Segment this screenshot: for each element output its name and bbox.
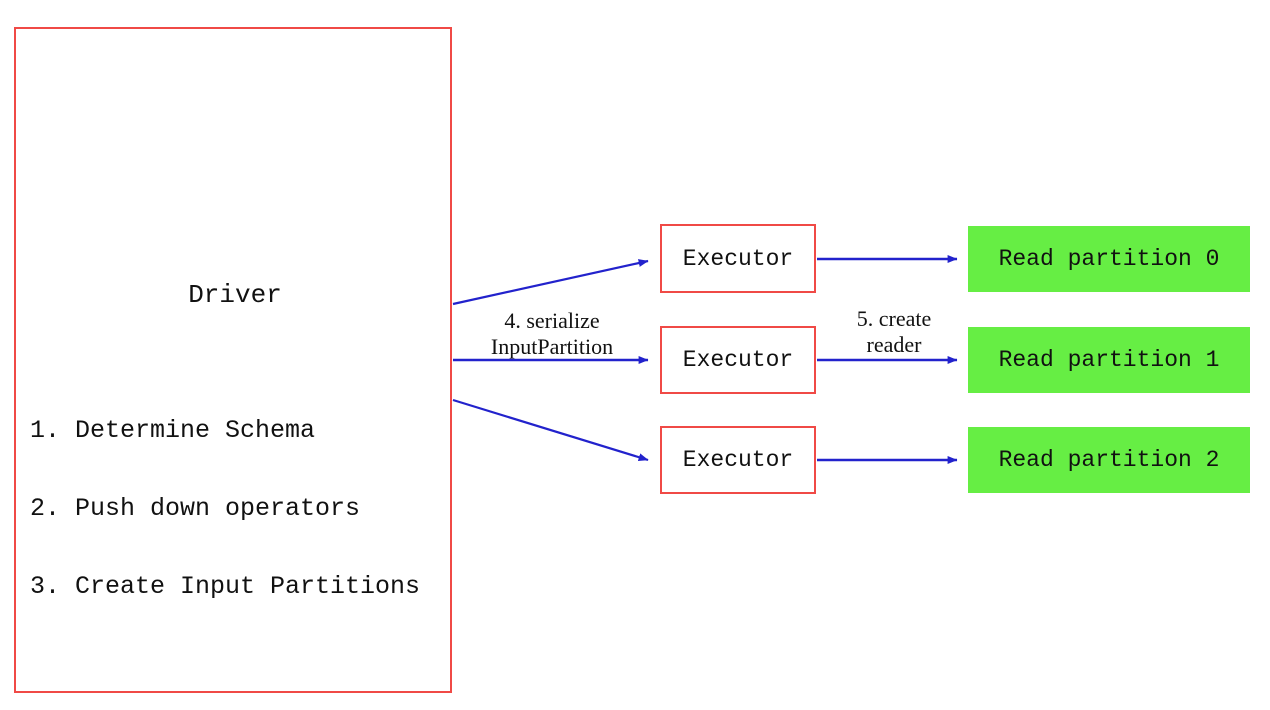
partition-box-2: Read partition 2 xyxy=(968,427,1250,493)
edge-label-create-reader: 5. create reader xyxy=(828,306,960,358)
driver-step-list: 1. Determine Schema 2. Push down operato… xyxy=(30,366,450,652)
arrow-driver-to-executor-2 xyxy=(452,398,649,462)
driver-box: Driver 1. Determine Schema 2. Push down … xyxy=(14,27,452,693)
edge-label-serialize-line1: 4. serialize xyxy=(504,308,600,333)
driver-step-3: 3. Create Input Partitions xyxy=(30,572,421,601)
edge-label-create-reader-line1: 5. create xyxy=(856,306,932,331)
partition-box-1: Read partition 1 xyxy=(968,327,1250,393)
executor-box-2: Executor xyxy=(660,426,816,494)
arrow-driver-to-executor-0 xyxy=(452,259,649,306)
edge-label-serialize-line2: InputPartition xyxy=(490,334,614,359)
executor-label-1: Executor xyxy=(682,347,794,373)
executor-box-0: Executor xyxy=(660,224,816,293)
edge-label-serialize: 4. serialize InputPartition xyxy=(462,308,642,360)
driver-title: Driver xyxy=(188,280,282,310)
executor-label-0: Executor xyxy=(682,245,794,272)
driver-step-2: 2. Push down operators xyxy=(30,494,361,523)
driver-step-1: 1. Determine Schema xyxy=(30,416,316,445)
edge-label-create-reader-line2: reader xyxy=(866,332,922,357)
partition-label-2: Read partition 2 xyxy=(998,447,1220,473)
partition-label-1: Read partition 1 xyxy=(998,347,1220,373)
partition-box-0: Read partition 0 xyxy=(968,226,1250,292)
executor-label-2: Executor xyxy=(682,447,794,473)
partition-label-0: Read partition 0 xyxy=(998,246,1220,272)
executor-box-1: Executor xyxy=(660,326,816,394)
